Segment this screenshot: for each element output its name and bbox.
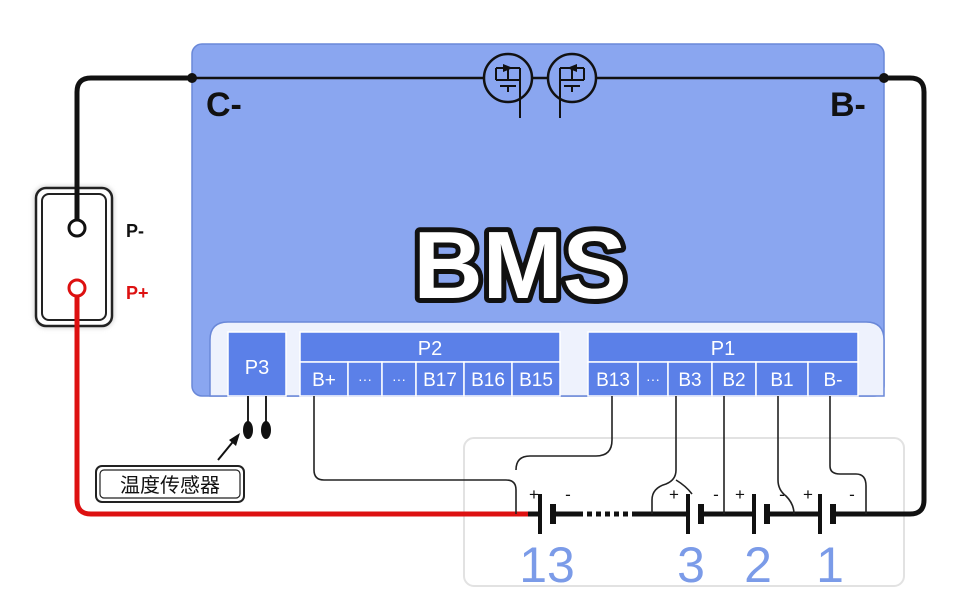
port-p2-pin-label: B15 — [519, 370, 553, 391]
port-p1: P1 B13 ··· B3 B2 B1 B- — [587, 331, 859, 397]
p-minus-wire — [74, 75, 192, 220]
battery-cell — [818, 494, 836, 534]
p-plus-terminal — [67, 278, 87, 298]
cell-2-plus-mark: + — [735, 485, 745, 504]
sensor-label-box — [95, 465, 245, 503]
bms-title: BMS — [413, 212, 626, 319]
port-p2-pin-label: ··· — [392, 371, 406, 387]
cell-1-plus-mark: + — [803, 485, 813, 504]
battery-cell — [538, 494, 556, 534]
cell-1-minus-mark: - — [849, 485, 855, 504]
mosfet-icon — [546, 52, 598, 118]
port-p3-label: P3 — [245, 357, 269, 379]
battery-cell — [686, 494, 704, 534]
p-plus-label: P+ — [126, 283, 149, 303]
port-p1-pin-label: ··· — [646, 371, 660, 387]
port-p2-title: P2 — [418, 338, 442, 360]
port-p3 — [227, 331, 287, 397]
port-p1-pin-label: B- — [824, 370, 843, 391]
port-p2-pin-label: B16 — [471, 370, 505, 391]
p-minus-label: P- — [126, 221, 144, 241]
port-p1-pin-label: B2 — [722, 370, 745, 391]
p-minus-terminal — [67, 218, 87, 238]
sense-wires — [313, 396, 867, 515]
port-p2: P2 B+ ··· ··· B17 B16 B15 — [299, 331, 561, 397]
cell-3-plus-mark: + — [669, 485, 679, 504]
port-p1-pin-label: B3 — [678, 370, 701, 391]
port-p2-pin-label: B+ — [312, 370, 336, 391]
port-p1-title: P1 — [711, 338, 735, 360]
output-connector — [33, 185, 115, 329]
p-plus-wire — [74, 296, 528, 517]
battery-cell — [752, 494, 770, 534]
cell-2-minus-mark: - — [779, 485, 785, 504]
temperature-probe-icon — [243, 396, 271, 439]
cell-number-1: 1 — [816, 537, 844, 593]
cell-13-plus-mark: + — [529, 485, 539, 504]
cell-3-minus-mark: - — [713, 485, 719, 504]
cell-13-minus-mark: - — [565, 485, 571, 504]
cell-number-13: 13 — [519, 537, 575, 593]
sensor-arrow-icon — [217, 433, 240, 461]
port-p2-pin-label: B17 — [423, 370, 457, 391]
terminal-c-minus-label: C- — [206, 86, 242, 124]
terminal-b-minus-label: B- — [830, 86, 866, 124]
temperature-sensor-label: 温度传感器 — [120, 473, 220, 497]
port-p1-pin-label: B13 — [596, 370, 630, 391]
cell-number-2: 2 — [744, 537, 772, 593]
b-minus-wire — [868, 75, 927, 517]
port-p1-pin-label: B1 — [770, 370, 793, 391]
port-p2-pin-label: ··· — [358, 371, 372, 387]
cell-number-3: 3 — [677, 537, 705, 593]
mosfet-icon — [482, 52, 534, 118]
bms-title-outline: BMS — [413, 212, 626, 319]
